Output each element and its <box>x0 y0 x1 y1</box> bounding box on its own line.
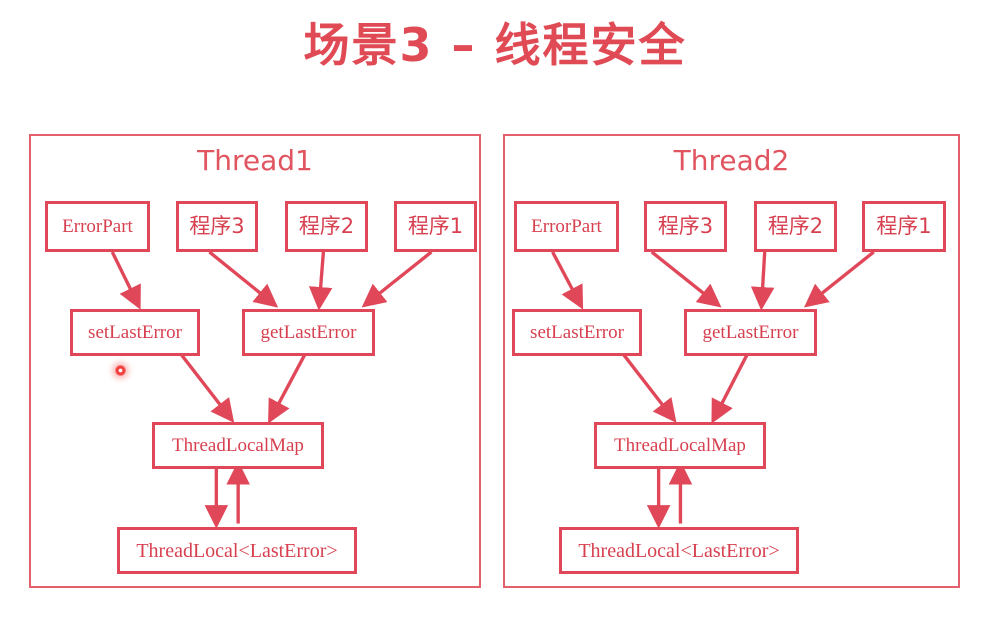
edge-program1-getlasterror <box>361 250 433 308</box>
node-getlasterror[interactable]: getLastError <box>684 309 817 356</box>
edge-program2-getlasterror <box>308 251 333 311</box>
thread-panel-thread1: Thread1 ErrorPart 程序3 程序2 <box>29 134 481 588</box>
edge-program3-getlasterror <box>650 250 722 308</box>
node-threadlocal[interactable]: ThreadLocal<LastError> <box>559 527 799 574</box>
edge-setlasterror-threadlocalmap <box>180 354 235 423</box>
node-getlasterror[interactable]: getLastError <box>242 309 375 356</box>
edge-program3-getlasterror <box>208 250 279 308</box>
page-title: 场景3 – 线程安全 <box>303 18 687 72</box>
node-errorpart[interactable]: ErrorPart <box>45 201 150 252</box>
edge-program2-getlasterror <box>750 251 775 311</box>
panel-title-thread1: Thread1 <box>197 144 313 177</box>
node-program1[interactable]: 程序1 <box>394 201 477 252</box>
click-marker <box>115 365 126 376</box>
node-errorpart[interactable]: ErrorPart <box>514 201 619 252</box>
edge-program1-getlasterror <box>803 250 875 308</box>
thread-panel-thread2: Thread2 ErrorPart 程序3 程序2 程序1 setLastErr… <box>503 134 960 588</box>
node-threadlocal[interactable]: ThreadLocal<LastError> <box>117 527 357 574</box>
node-threadlocalmap[interactable]: ThreadLocalMap <box>152 422 324 469</box>
node-program3[interactable]: 程序3 <box>644 201 727 252</box>
node-threadlocalmap[interactable]: ThreadLocalMap <box>594 422 766 469</box>
edge-getlasterror-threadlocalmap <box>711 354 749 424</box>
edge-setlasterror-threadlocalmap <box>622 354 677 423</box>
node-setlasterror[interactable]: setLastError <box>512 309 642 356</box>
node-program2[interactable]: 程序2 <box>285 201 368 252</box>
edge-getlasterror-threadlocalmap <box>268 354 307 424</box>
panel-title-thread2: Thread2 <box>673 144 790 177</box>
edge-errorpart-setlasterror <box>551 251 584 310</box>
edge-errorpart-setlasterror <box>110 251 141 310</box>
node-program1[interactable]: 程序1 <box>862 201 946 252</box>
node-program2[interactable]: 程序2 <box>754 201 837 252</box>
node-program3[interactable]: 程序3 <box>176 201 258 252</box>
node-setlasterror[interactable]: setLastError <box>70 309 200 356</box>
